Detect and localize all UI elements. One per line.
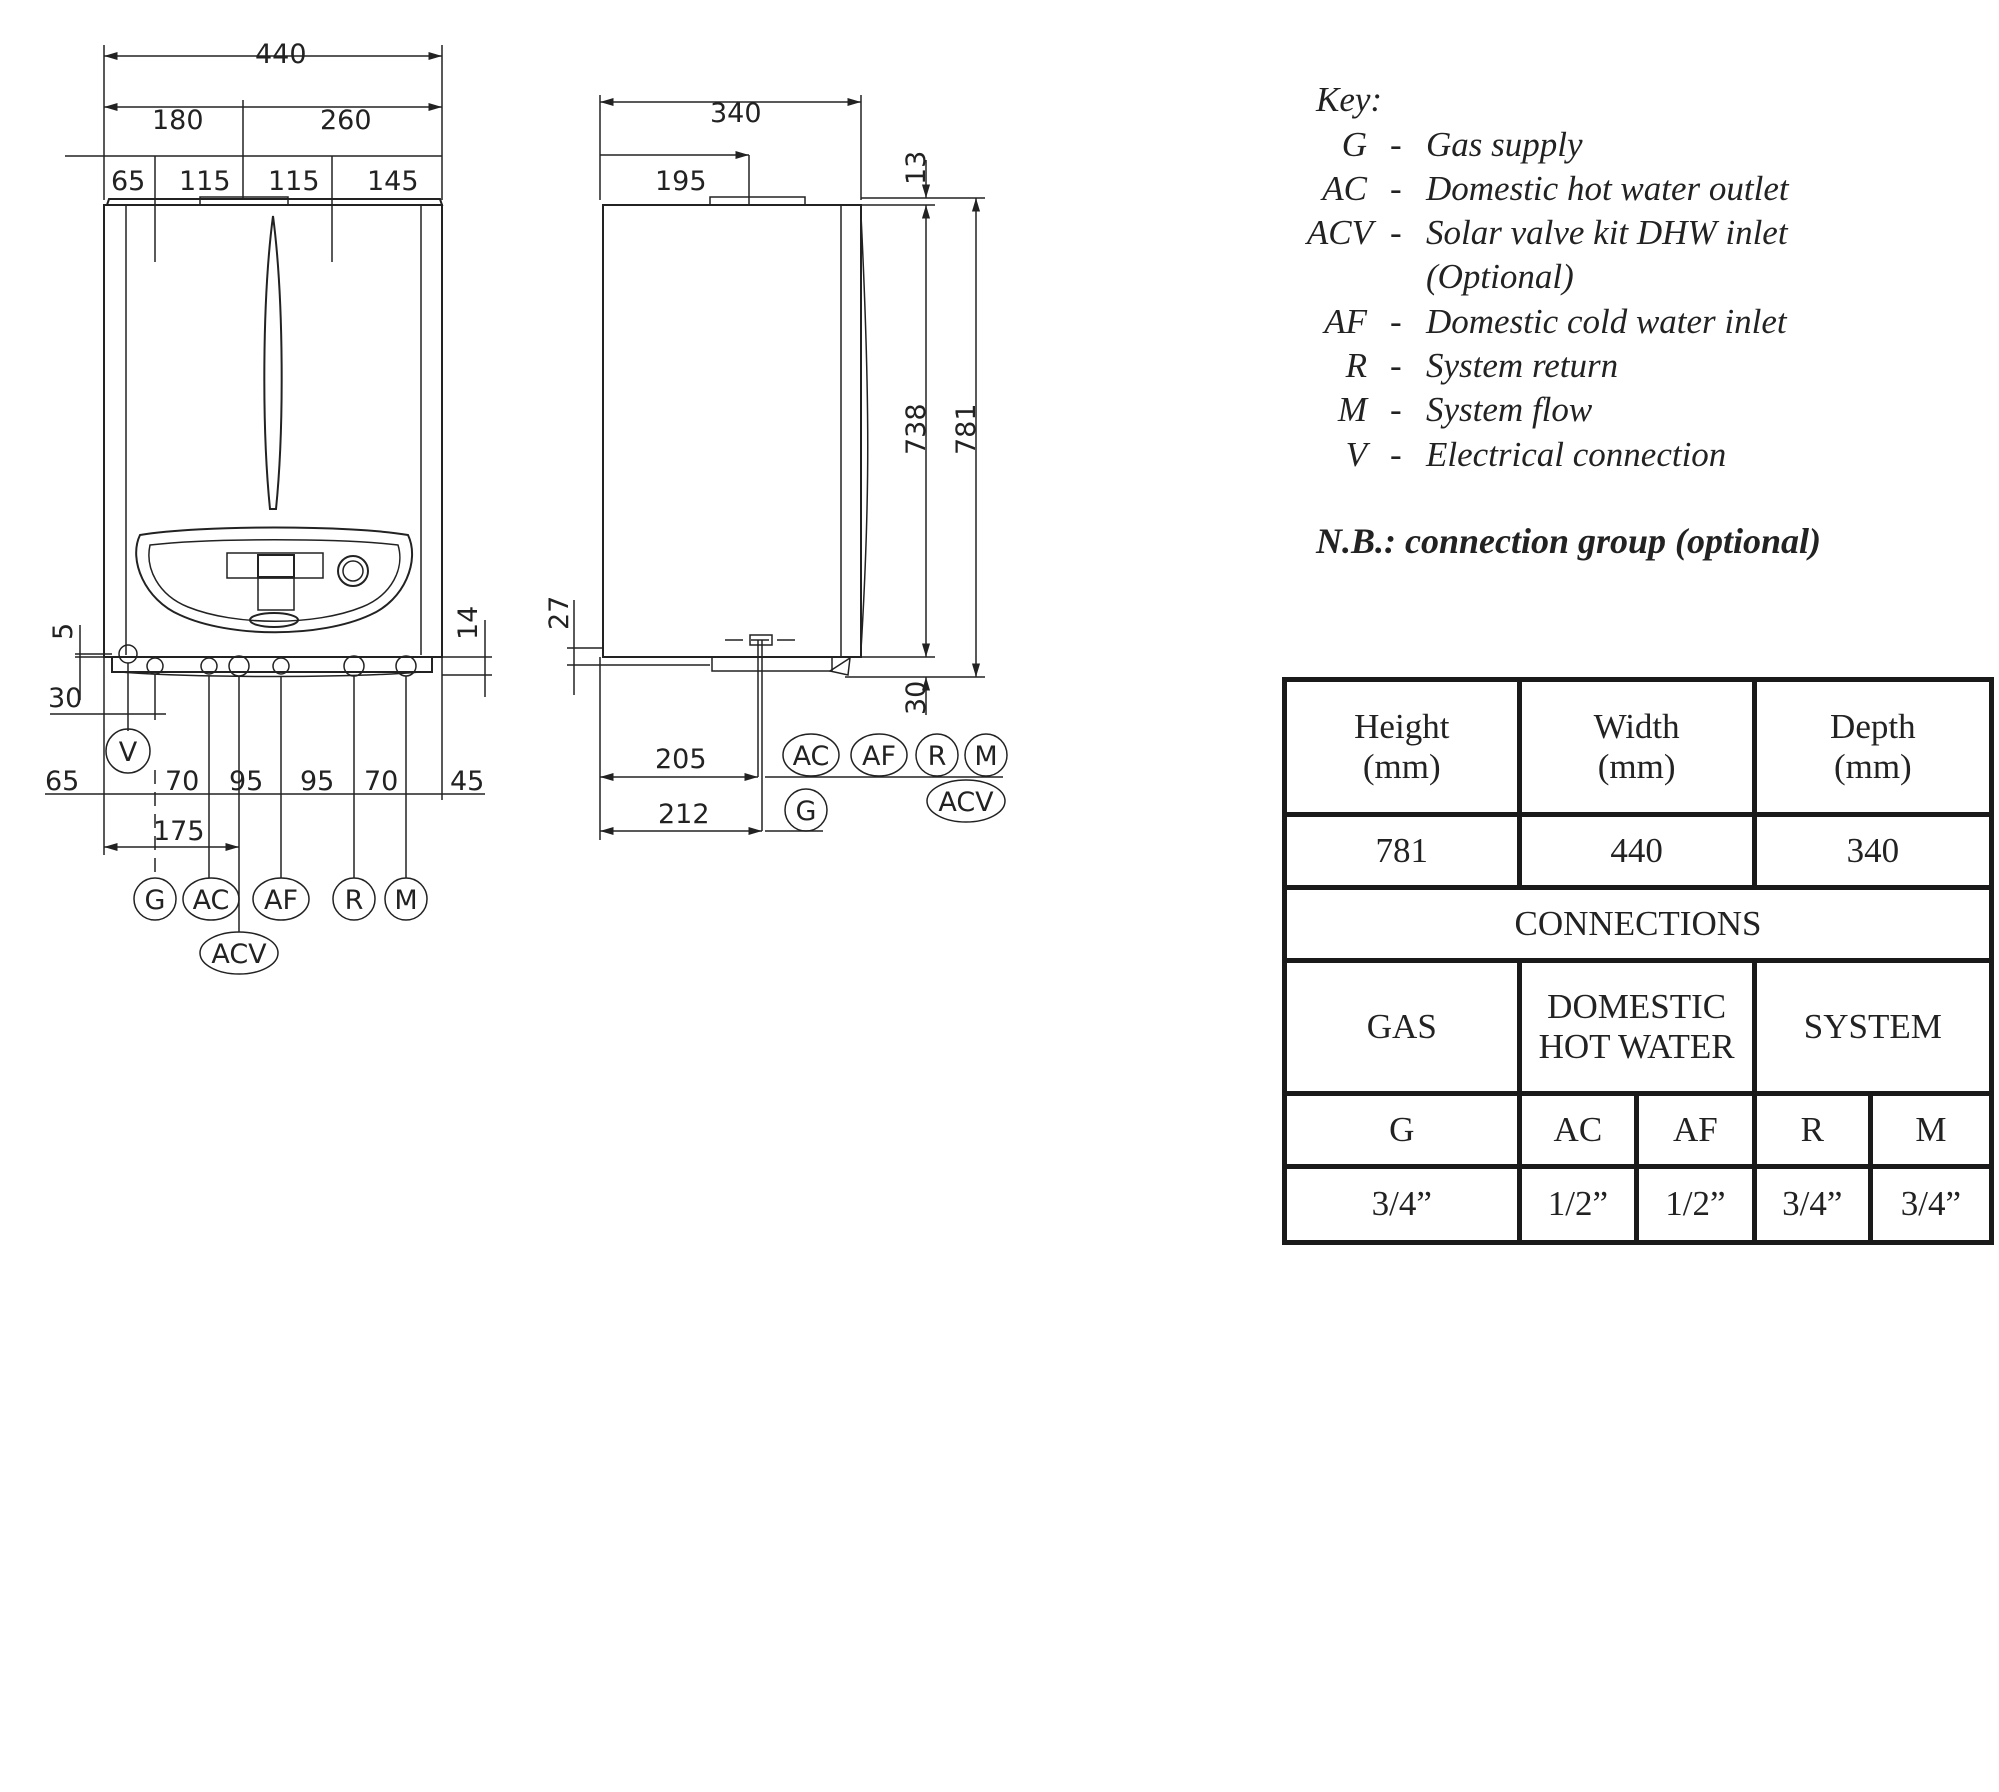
dim-65: 65 — [111, 166, 145, 197]
label-acv-side: ACV — [938, 787, 994, 818]
label-acv: ACV — [211, 939, 267, 970]
dim-30-side: 30 — [901, 681, 932, 715]
side-connection-labels: AC AF R M ACV G — [782, 733, 1008, 832]
dim-340: 340 — [710, 98, 762, 129]
header-width: Width (mm) — [1516, 677, 1757, 817]
dim-175: 175 — [153, 816, 205, 847]
size-af: 1/2” — [1634, 1164, 1757, 1245]
label-af-side: AF — [862, 741, 896, 772]
value-height: 781 — [1282, 812, 1522, 890]
front-view: 440 180 260 65 115 115 145 — [45, 39, 492, 975]
side-view: 340 195 13 738 781 30 27 205 212 — [544, 95, 1008, 840]
header-height: Height (mm) — [1282, 677, 1522, 817]
dim-27: 27 — [544, 596, 575, 630]
label-m: M — [394, 885, 417, 916]
dim-70b: 70 — [364, 766, 398, 797]
code-af: AF — [1634, 1091, 1757, 1169]
value-width: 440 — [1516, 812, 1757, 890]
header-depth: Depth (mm) — [1751, 677, 1995, 817]
connection-group-note: N.B.: connection group (optional) — [1316, 521, 1822, 561]
label-r: R — [345, 885, 364, 916]
size-r: 3/4” — [1751, 1164, 1873, 1245]
key-title: Key: — [1316, 80, 1383, 119]
dim-115b: 115 — [268, 166, 320, 197]
dim-115a: 115 — [179, 166, 231, 197]
code-m: M — [1867, 1091, 1995, 1169]
label-ac-side: AC — [793, 741, 830, 772]
front-connection-labels: V G AC AF R M ACV — [105, 728, 428, 975]
dim-195: 195 — [655, 166, 707, 197]
label-r-side: R — [928, 741, 947, 772]
dim-260: 260 — [320, 105, 372, 136]
dim-440: 440 — [255, 39, 307, 70]
dim-781: 781 — [951, 403, 982, 455]
label-v: V — [119, 737, 138, 768]
dim-45: 45 — [450, 766, 484, 797]
dim-14: 14 — [453, 606, 484, 640]
size-ac: 1/2” — [1516, 1164, 1640, 1245]
label-g: G — [145, 885, 166, 916]
dim-95a: 95 — [229, 766, 263, 797]
label-m-side: M — [974, 741, 997, 772]
dim-30: 30 — [48, 683, 82, 714]
connections-title: CONNECTIONS — [1282, 885, 1994, 963]
code-r: R — [1751, 1091, 1873, 1169]
dim-70a: 70 — [165, 766, 199, 797]
group-domestic-hot-water: DOMESTIC HOT WATER — [1516, 958, 1757, 1096]
group-gas: GAS — [1282, 958, 1522, 1096]
dim-738: 738 — [901, 403, 932, 455]
size-g: 3/4” — [1282, 1164, 1522, 1245]
dim-65-bottom: 65 — [45, 766, 79, 797]
dim-212: 212 — [658, 799, 710, 830]
dim-95b: 95 — [300, 766, 334, 797]
dimensions-table: Height (mm) Width (mm) Depth (mm) 781 44… — [1282, 677, 1995, 1245]
dim-145: 145 — [367, 166, 419, 197]
group-system: SYSTEM — [1751, 958, 1995, 1096]
label-ac: AC — [193, 885, 230, 916]
dim-205: 205 — [655, 744, 707, 775]
pressure-gauge-icon — [337, 555, 369, 587]
control-panel — [135, 526, 413, 634]
label-af: AF — [264, 885, 298, 916]
value-depth: 340 — [1751, 812, 1995, 890]
size-m: 3/4” — [1867, 1164, 1995, 1245]
code-g: G — [1282, 1091, 1522, 1169]
dim-180: 180 — [152, 105, 204, 136]
code-ac: AC — [1516, 1091, 1640, 1169]
dim-5: 5 — [48, 623, 79, 640]
dim-13: 13 — [901, 151, 932, 185]
front-light-strip — [263, 215, 283, 510]
label-g-side: G — [796, 796, 817, 827]
